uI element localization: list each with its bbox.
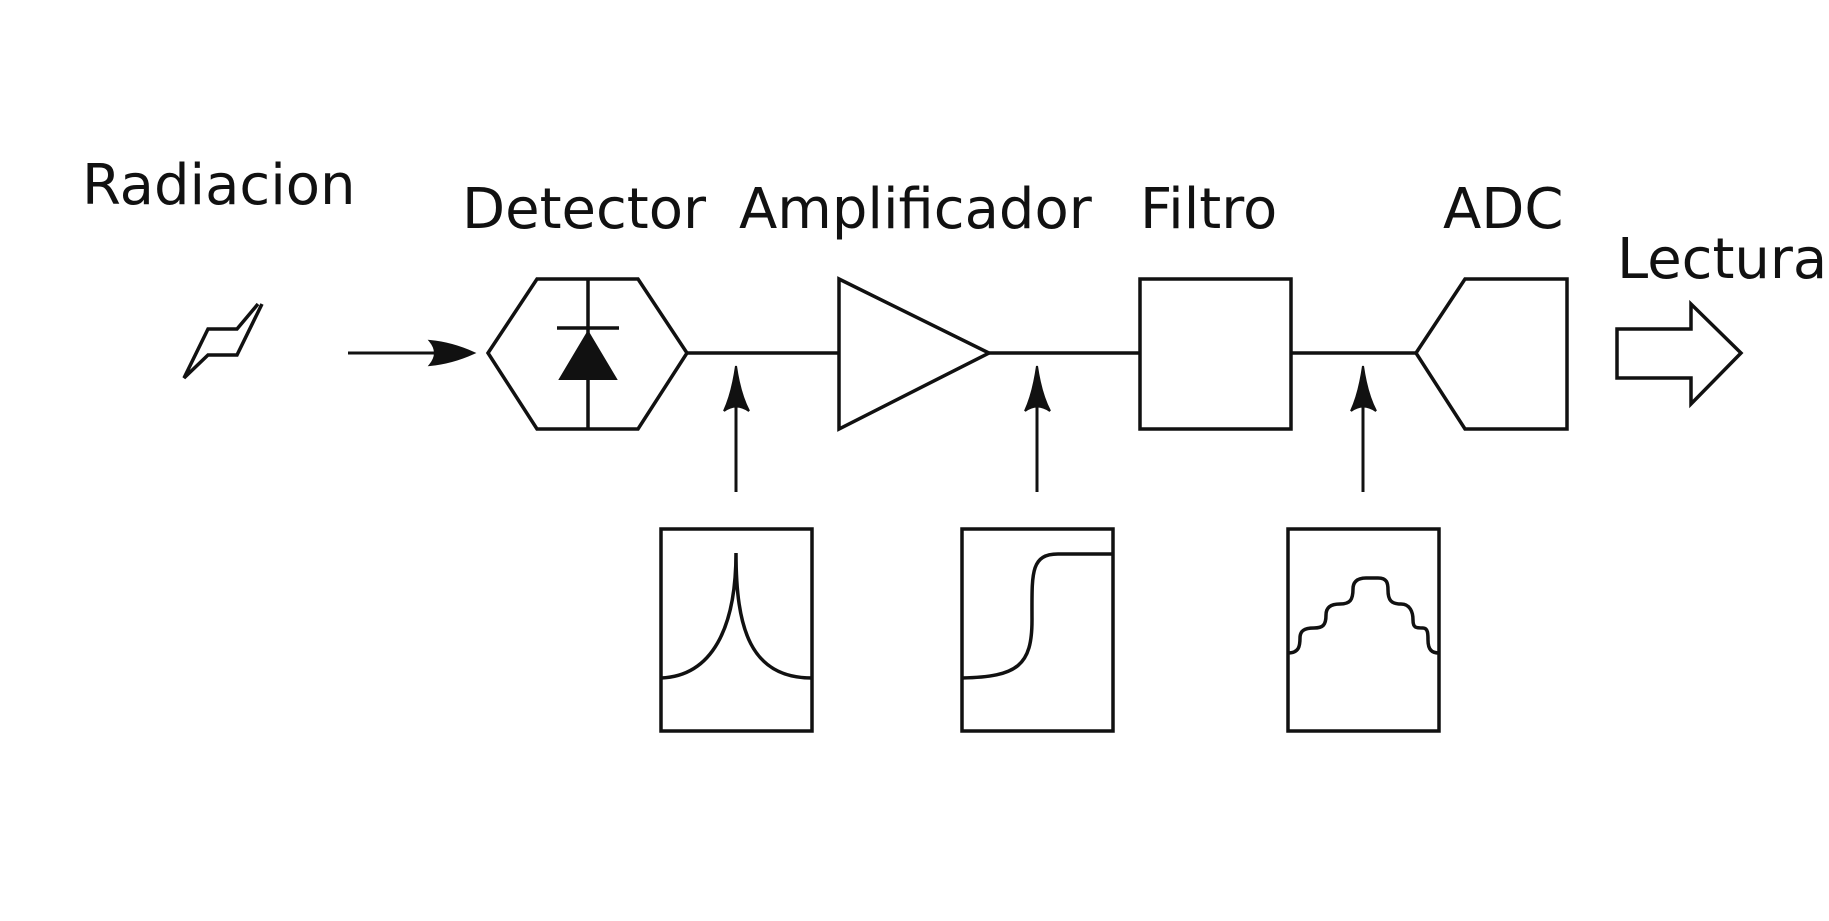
readout-label: Lectura [1617, 227, 1827, 292]
photodiode-icon [557, 279, 619, 429]
detector-label: Detector [462, 177, 707, 242]
lightning-bolt-icon [182, 302, 264, 380]
amplifier-label: Amplificador [739, 177, 1093, 242]
filter-block [1138, 277, 1293, 431]
filter-label: Filtro [1140, 177, 1277, 242]
amplifier-block [837, 276, 993, 432]
hollow-arrow-icon [1615, 299, 1744, 409]
waveform-detector-pulse [659, 527, 814, 733]
waveform-amplifier-step [960, 527, 1115, 733]
detector-block [485, 277, 690, 431]
radiation-label: Radiacion [82, 153, 356, 218]
probe-arrow-filter [1350, 365, 1377, 492]
adc-label: ADC [1443, 177, 1564, 242]
probe-arrow-amplifier [1024, 365, 1051, 492]
adc-block [1413, 277, 1569, 431]
probe-arrow-detector [723, 365, 750, 492]
waveform-filter-staircase [1286, 527, 1441, 733]
radiation-input-arrow [348, 339, 477, 367]
